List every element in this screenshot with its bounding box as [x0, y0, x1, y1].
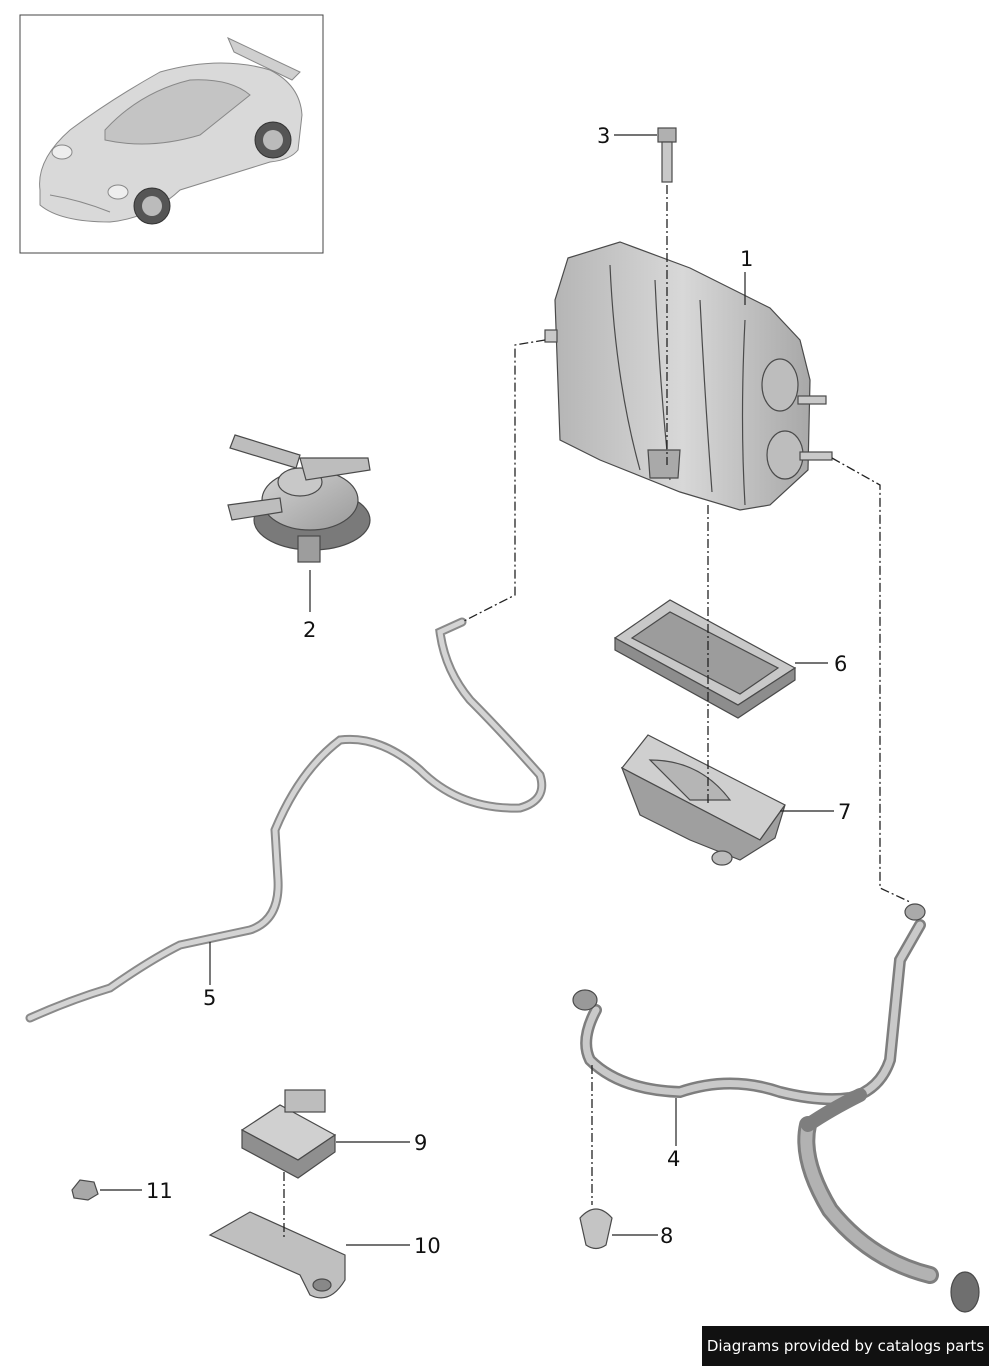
credit-banner: Diagrams provided by catalogs parts — [702, 1326, 989, 1366]
callout-9: 9 — [414, 1131, 427, 1155]
bolt-part — [657, 127, 677, 183]
callout-7: 7 — [838, 800, 851, 824]
valve-part — [227, 434, 371, 563]
line-part — [25, 617, 547, 1023]
car-illustration — [39, 36, 303, 225]
callout-4: 4 — [667, 1147, 680, 1171]
callout-6: 6 — [834, 652, 847, 676]
bracket-part — [208, 1211, 346, 1299]
assembly-lines — [283, 185, 911, 1240]
callout-8: 8 — [660, 1224, 673, 1248]
leader-lines — [100, 134, 834, 1246]
control-unit-part — [240, 1089, 337, 1179]
hose-part — [572, 903, 980, 1313]
callout-1: 1 — [740, 247, 753, 271]
callout-10: 10 — [414, 1234, 441, 1258]
callout-3: 3 — [597, 124, 610, 148]
nut-part — [71, 1179, 99, 1201]
filter-housing-part — [620, 734, 786, 866]
vehicle-thumbnail — [19, 14, 324, 254]
callout-2: 2 — [303, 618, 316, 642]
callout-11: 11 — [146, 1179, 173, 1203]
canister-part — [544, 241, 833, 511]
callouts: 1 2 3 4 5 6 7 8 9 10 11 — [146, 124, 851, 1258]
callout-5: 5 — [203, 986, 216, 1010]
filter-part — [613, 599, 797, 719]
clip-part — [579, 1208, 613, 1250]
